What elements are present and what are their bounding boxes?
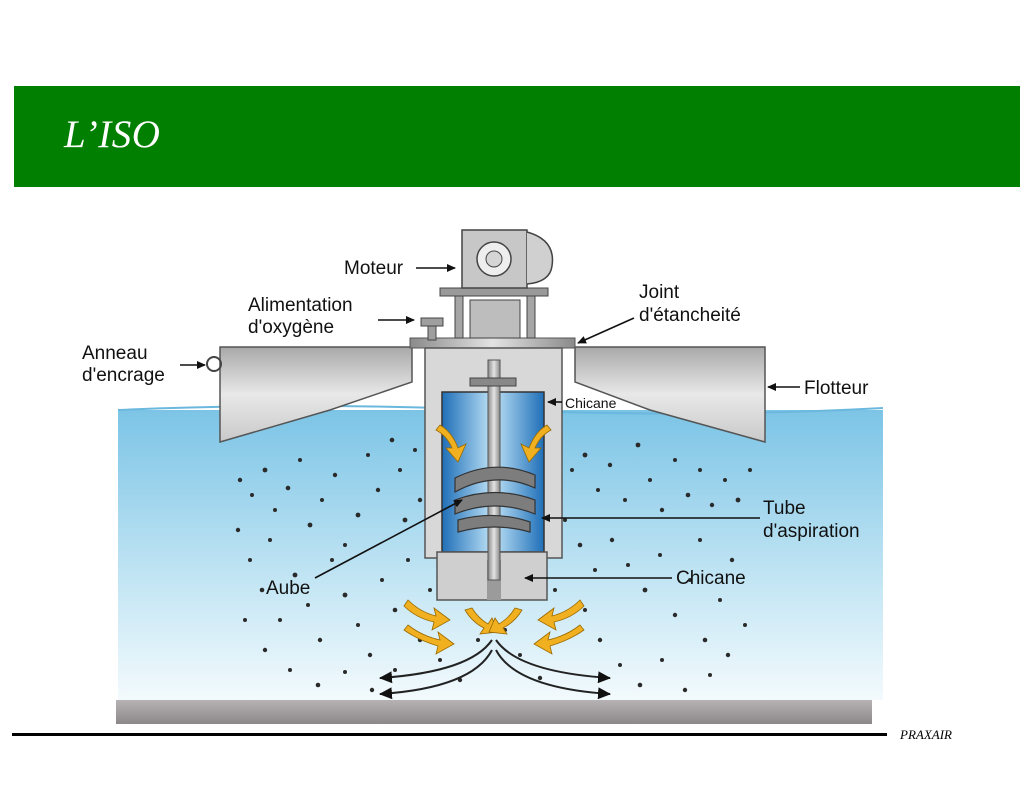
label-anneau-l2: d'encrage bbox=[82, 365, 165, 386]
label-joint-l2: d'étancheité bbox=[639, 305, 741, 326]
tank-floor bbox=[116, 700, 872, 724]
shaft-collar bbox=[469, 377, 517, 387]
label-alimentation-oxygene-l2: d'oxygène bbox=[248, 317, 334, 338]
label-tube-l2: d'aspiration bbox=[763, 521, 860, 542]
motor-mount bbox=[439, 287, 549, 297]
oxygen-inlet bbox=[420, 317, 444, 327]
footer-divider bbox=[12, 733, 887, 736]
flow-arrows bbox=[403, 424, 585, 655]
label-chicane-bottom: Chicane bbox=[676, 568, 746, 589]
leader-lines bbox=[180, 264, 800, 582]
anchor-ring bbox=[206, 356, 222, 372]
label-tube-l1: Tube bbox=[763, 498, 806, 519]
label-alimentation-oxygene-l1: Alimentation bbox=[248, 295, 353, 316]
label-moteur: Moteur bbox=[344, 258, 404, 279]
oxygen-bubbles bbox=[235, 437, 752, 693]
label-anneau-l1: Anneau bbox=[82, 343, 148, 364]
label-aube: Aube bbox=[266, 578, 310, 599]
label-chicane-top: Chicane bbox=[565, 395, 617, 411]
title-bar: L’ISO bbox=[14, 86, 1020, 187]
impeller-blade bbox=[454, 466, 536, 533]
label-joint-l1: Joint bbox=[639, 282, 680, 303]
motor-fan bbox=[526, 231, 554, 285]
float-left bbox=[219, 346, 413, 443]
footer-brand: PRAXAIR bbox=[900, 727, 952, 742]
float-right bbox=[574, 346, 766, 443]
label-flotteur: Flotteur bbox=[804, 378, 869, 399]
dispersion-arrows bbox=[379, 639, 611, 700]
slide-title: L’ISO bbox=[64, 113, 161, 156]
